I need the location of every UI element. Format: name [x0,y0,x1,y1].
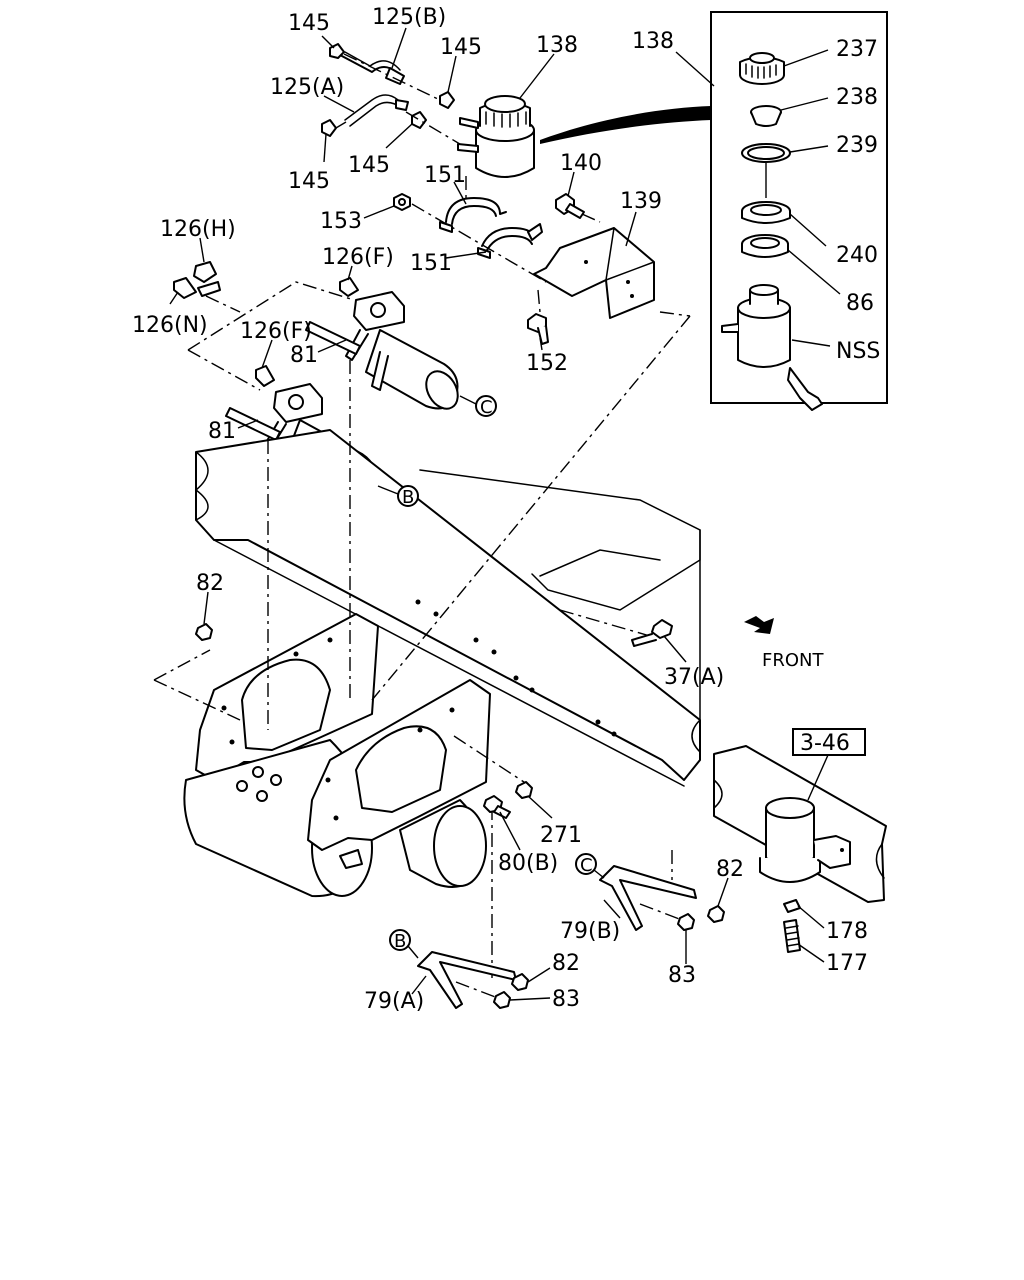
clamp-145-d [411,111,427,129]
valve-126-f-lower [255,365,275,387]
callout-c-bracket [575,853,597,875]
label-82-b: 82 [716,857,744,882]
valve-126-n [173,277,197,299]
label-83-a: 83 [668,963,696,988]
air-dryer-3-46 [759,797,851,883]
callout-b-tank [397,485,419,507]
label-3-46: 3-46 [800,731,850,756]
bolt-152 [527,313,549,345]
label-125b: 125(B) [372,5,446,30]
callout-b-tank-letter: B [402,487,414,508]
callout-b-bracket [389,929,411,951]
reservoir-nss [721,284,823,411]
label-145-a: 145 [288,11,330,36]
nut-82-upper [195,623,213,641]
nut-83-right [677,913,695,931]
bolt-80b [483,795,511,819]
label-125a: 125(A) [270,75,344,100]
bracket-79b [599,865,697,931]
nut-271 [515,781,533,799]
label-138-a: 138 [536,33,578,58]
label-138-b: 138 [632,29,674,54]
band-clamp-151-upper [439,197,507,233]
cap-237 [739,52,785,85]
clamp-145-c [321,119,337,137]
valve-126-f-upper [339,277,359,297]
label-83-b: 83 [552,987,580,1012]
band-clamp-151-lower [477,223,543,259]
label-271: 271 [540,823,582,848]
clamp-145-b [439,91,455,109]
label-81-a: 81 [290,343,318,368]
label-82-a: 82 [196,571,224,596]
front-arrow-icon [744,616,774,634]
label-126h: 126(H) [160,217,236,242]
big-air-tank-right [399,799,487,888]
label-238: 238 [836,85,878,110]
label-79b: 79(B) [560,919,620,944]
label-126f-b: 126(F) [240,319,312,344]
label-86: 86 [846,291,874,316]
ref-box-3-46 [792,728,866,756]
air-tank-81-upper [305,291,459,410]
label-239: 239 [836,133,878,158]
label-153: 153 [320,209,362,234]
label-177: 177 [826,951,868,976]
nut-82-lower [511,973,529,991]
label-237: 237 [836,37,878,62]
label-145-b: 145 [440,35,482,60]
label-178: 178 [826,919,868,944]
label-nss: NSS [836,339,880,364]
label-80b: 80(B) [498,851,558,876]
label-82-c: 82 [552,951,580,976]
reservoir-detail-inset: 237 238 239 240 86 NSS [540,11,888,411]
nut-153 [393,193,411,211]
nut-83-lower [493,991,511,1009]
label-151-b: 151 [410,251,452,276]
label-126n: 126(N) [132,313,208,338]
callout-c-tank-letter: C [480,397,493,418]
label-145-d: 145 [348,153,390,178]
label-81-b: 81 [208,419,236,444]
reservoir-138 [457,95,535,178]
chassis-frame-rail [194,429,701,787]
callout-c-bracket-letter: C [580,855,593,876]
callout-c-tank [475,395,497,417]
nut-82-right [707,905,725,923]
strainer-238 [750,105,782,127]
label-240: 240 [836,243,878,268]
label-152: 152 [526,351,568,376]
clip-178 [783,899,801,913]
tank-mount-bracket-left [195,613,379,781]
label-140: 140 [560,151,602,176]
label-37a: 37(A) [664,665,724,690]
bolt-140 [555,193,585,219]
label-151-a: 151 [424,163,466,188]
hose-177 [783,919,801,953]
seal-240 [741,201,791,224]
ring-86 [741,234,789,258]
detail-pointer-wedge [540,106,711,144]
valve-126-h [193,261,221,297]
label-139: 139 [620,189,662,214]
label-front: FRONT [762,650,824,671]
callout-b-bracket-letter: B [394,931,406,952]
tank-mount-bracket-right [307,679,491,851]
label-79a: 79(A) [364,989,424,1014]
bracket-139 [533,227,655,319]
label-126f-a: 126(F) [322,245,394,270]
label-145-c: 145 [288,169,330,194]
bolt-37a [631,619,673,647]
gasket-239 [741,143,791,163]
bracket-79a [417,951,517,1009]
